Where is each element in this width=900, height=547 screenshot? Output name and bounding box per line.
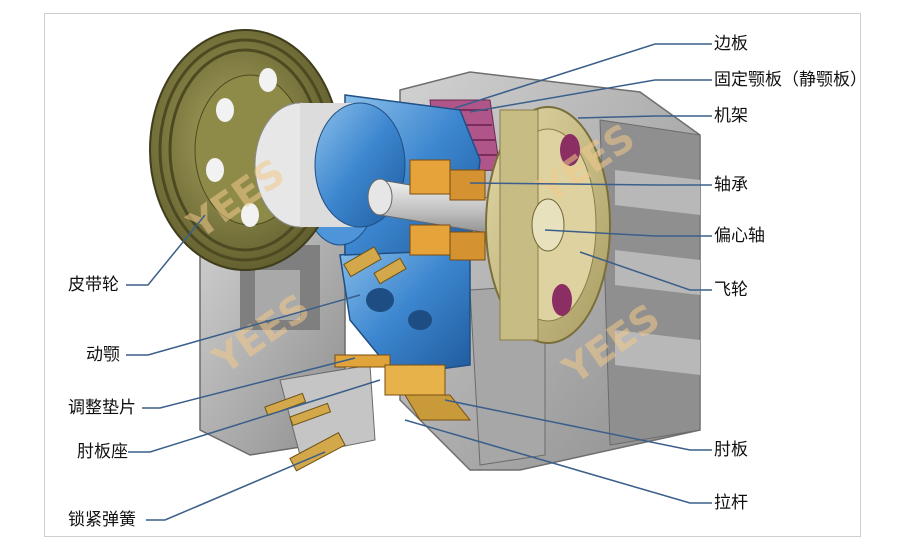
leader-bearing <box>469 182 712 186</box>
label-fixed-jaw: 固定颚板（静颚板） <box>714 70 867 90</box>
leader-toggle-plate <box>444 399 712 451</box>
label-eccentric-shaft: 偏心轴 <box>714 226 765 246</box>
label-moving-jaw: 动颚 <box>86 345 120 365</box>
label-bearing: 轴承 <box>714 175 748 195</box>
leader-pulley <box>126 214 206 286</box>
leader-frame <box>577 115 712 119</box>
leader-toggle-seat <box>128 379 381 453</box>
label-toggle-seat: 肘板座 <box>77 442 128 462</box>
label-tie-rod: 拉杆 <box>714 493 748 513</box>
leader-tie-rod <box>404 419 712 504</box>
label-frame: 机架 <box>714 106 748 126</box>
leader-lines <box>126 43 712 521</box>
bearing-housing <box>254 102 406 228</box>
label-toggle-plate: 肘板 <box>714 440 748 460</box>
leader-shim <box>142 357 356 409</box>
leader-flywheel <box>579 251 712 291</box>
leader-moving-jaw <box>126 294 361 356</box>
flywheel-shape <box>485 106 611 344</box>
leader-fixed-jaw <box>469 79 712 113</box>
leader-spring <box>146 451 326 521</box>
leader-eccentric-shaft <box>544 229 712 237</box>
label-pulley: 皮带轮 <box>68 275 119 295</box>
label-spring: 锁紧弹簧 <box>68 510 136 530</box>
leader-side-plate <box>454 43 712 109</box>
label-side-plate: 边板 <box>714 34 748 54</box>
label-shim: 调整垫片 <box>68 398 136 418</box>
label-flywheel: 飞轮 <box>714 280 748 300</box>
